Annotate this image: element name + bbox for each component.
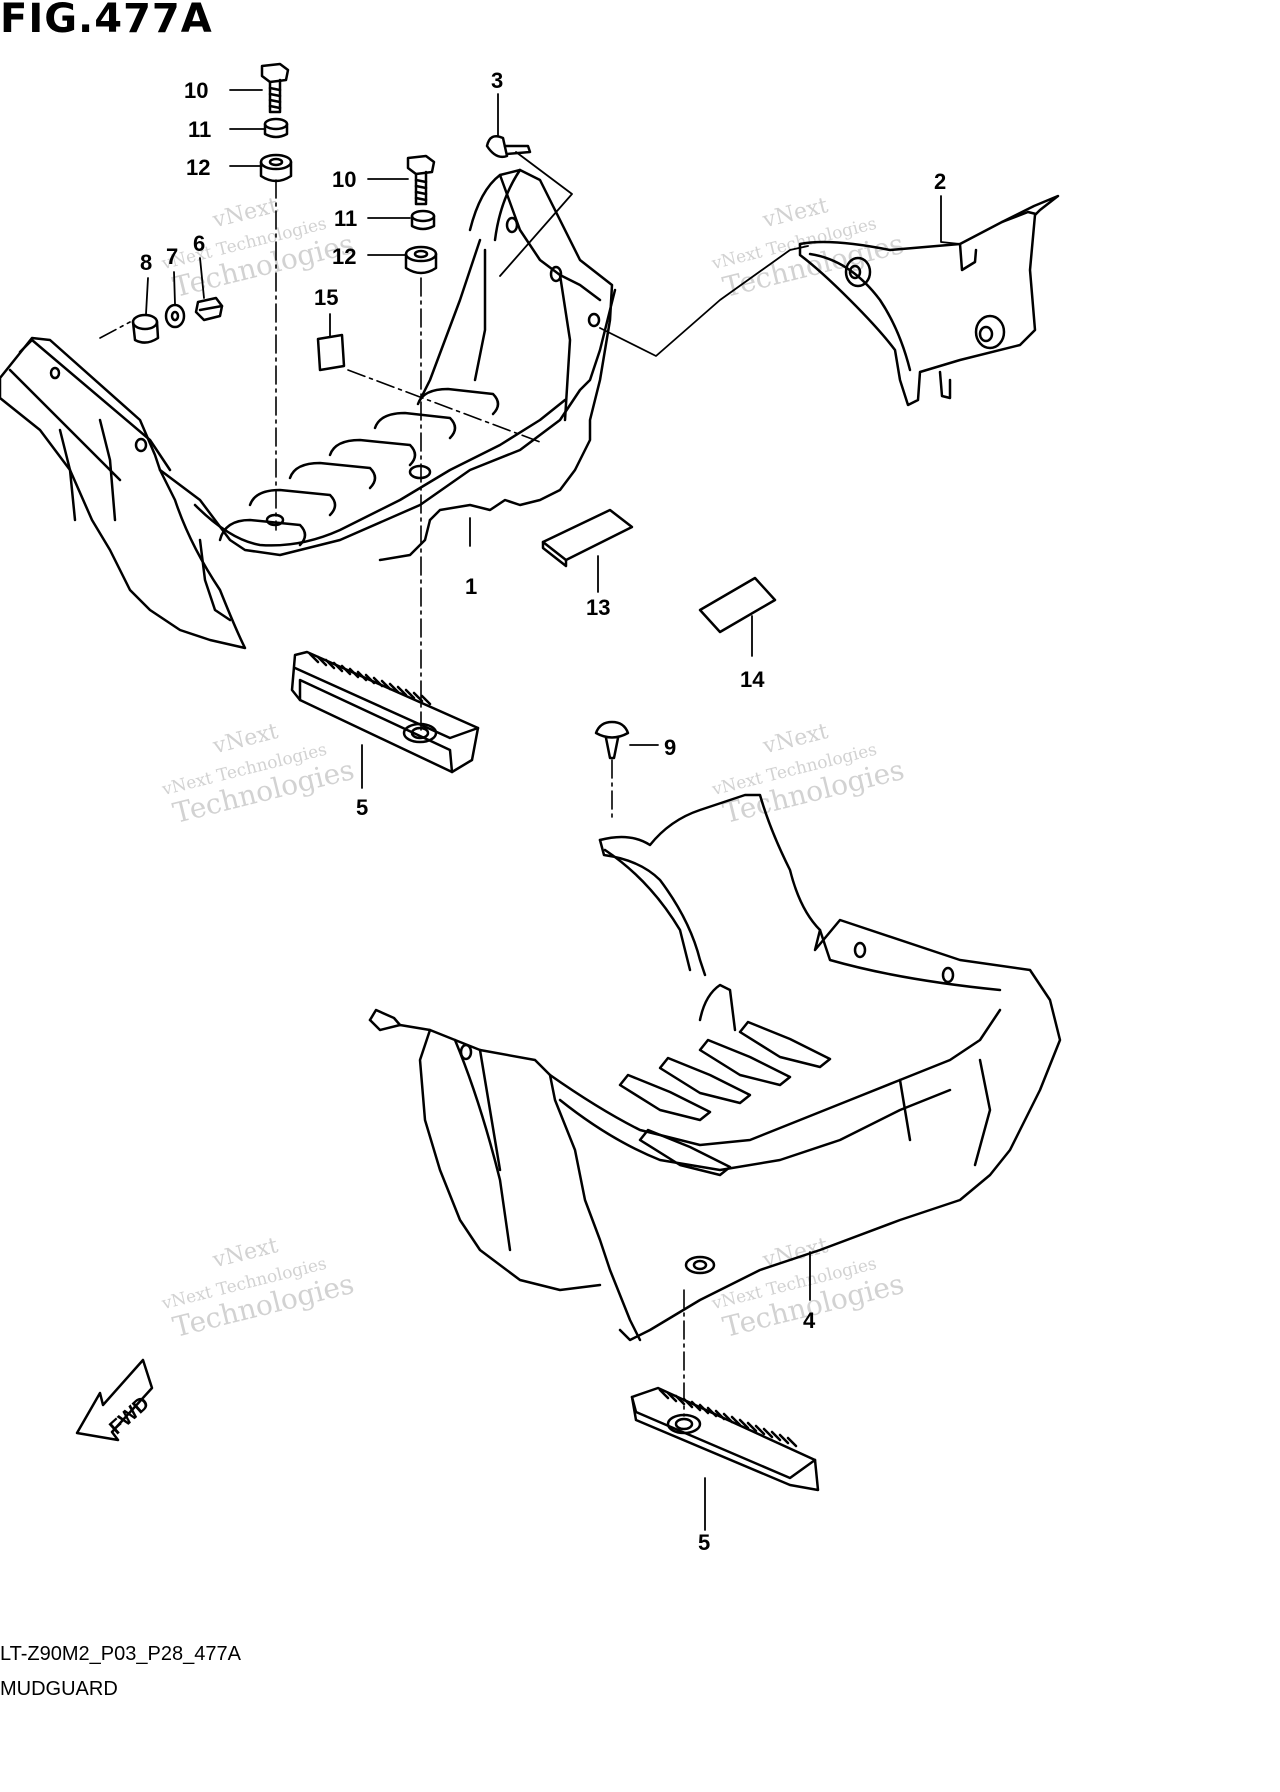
washer-11-middle: [410, 209, 436, 231]
assembly-line-8: [99, 321, 131, 339]
callout-7: 7: [166, 244, 178, 269]
callout-13: 13: [586, 595, 610, 620]
leader-2: [940, 195, 961, 245]
callout-14: 14: [740, 667, 765, 692]
callout-1: 1: [465, 574, 477, 599]
callout-9: 9: [664, 735, 676, 760]
callout-5: 5: [698, 1530, 710, 1555]
callout-11: 11: [188, 117, 211, 142]
side-cover-2: [798, 194, 1060, 407]
callout-3: 3: [491, 68, 503, 93]
watermark-group: vNext vNext Technologies Technologies: [709, 719, 907, 830]
mudguard-1: [0, 168, 617, 650]
footrest-5-lower: [630, 1386, 820, 1492]
callout-8: 8: [140, 250, 152, 275]
bolt-10-left: [260, 62, 290, 114]
callout-2: 2: [934, 169, 946, 194]
callout-12: 12: [332, 244, 356, 269]
assembly-line-15: [347, 369, 541, 443]
watermark-group: vNext vNext Technologies Technologies: [709, 193, 907, 304]
nut-8: [131, 313, 160, 344]
callout-10: 10: [184, 78, 208, 103]
callout-12: 12: [186, 155, 210, 180]
fwd-arrow-icon: FWD: [75, 1358, 154, 1442]
figure-code: LT-Z90M2_P03_P28_477A: [0, 1643, 241, 1665]
washer-7: [164, 303, 186, 329]
leader-8: [145, 277, 149, 315]
callout-15: 15: [314, 285, 338, 310]
washer-11-left: [263, 117, 289, 139]
leader-7: [173, 271, 176, 305]
assembly-lines: [99, 179, 685, 1417]
label-13: [541, 508, 634, 568]
leader-lines: [145, 89, 961, 1531]
footrest-5-upper: [290, 650, 480, 774]
cushion-12-left: [259, 153, 293, 183]
cushion-12-middle: [404, 245, 438, 275]
bolt-6: [194, 296, 224, 322]
leader-6: [199, 257, 205, 299]
callout-6: 6: [193, 231, 205, 256]
callout-labels: 10 11 12 10 11 12 8 7 6 3 2 15 1 13 14 5…: [140, 68, 946, 1555]
label-14: [698, 576, 777, 634]
callout-5: 5: [356, 795, 368, 820]
figure-title: FIG.477A: [0, 0, 213, 42]
watermark-group: vNext vNext Technologies Technologies: [159, 1233, 357, 1344]
push-rivet-3: [485, 135, 532, 159]
callout-10: 10: [332, 167, 356, 192]
watermark-group: vNext vNext Technologies Technologies: [159, 719, 357, 830]
push-rivet-9: [594, 720, 630, 760]
label-15: [316, 333, 346, 372]
callout-11: 11: [334, 206, 357, 231]
mudguard-4: [368, 793, 1062, 1342]
assembly-polyline-3: [499, 151, 809, 357]
callout-4: 4: [803, 1308, 816, 1333]
bolt-10-middle: [406, 154, 436, 206]
figure-name: MUDGUARD: [0, 1678, 118, 1700]
